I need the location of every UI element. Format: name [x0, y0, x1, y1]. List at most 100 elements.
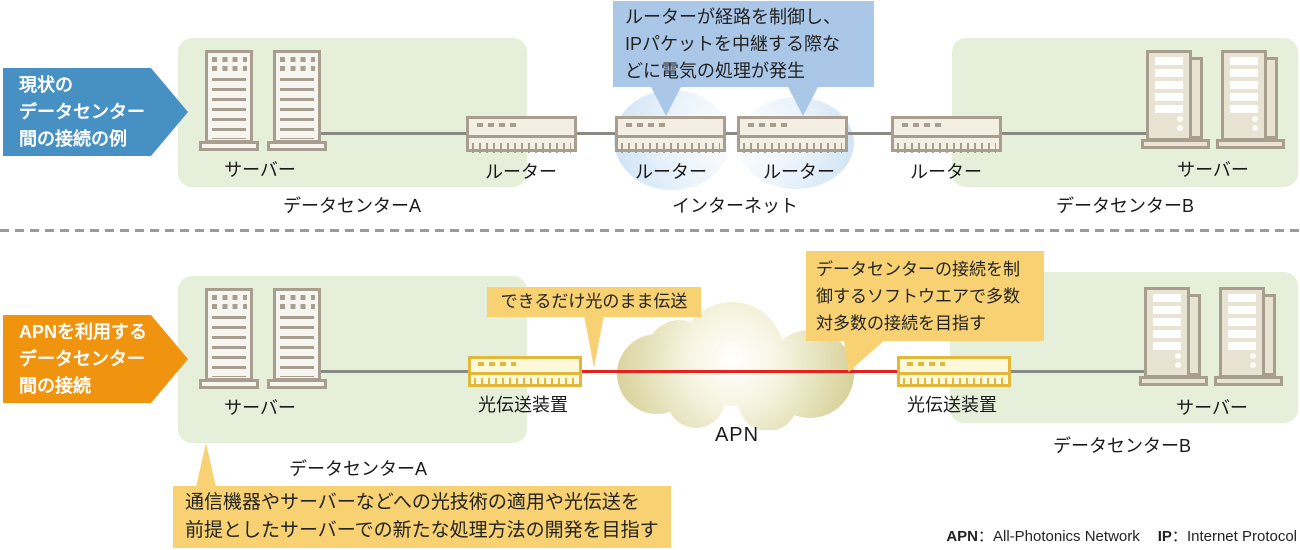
device-panel [900, 362, 1008, 375]
optical-device-icon [468, 356, 582, 387]
server-label: サーバー [224, 160, 296, 180]
callout-pointer [584, 315, 604, 368]
callout-software-control: データセンターの接続を制 御するソフトウエアで多数 対多数の接続を目指す [806, 251, 1044, 341]
server-slot [1155, 105, 1183, 113]
callout-line: ルーターが経路を制御し、 [625, 7, 841, 27]
flag-line: データセンター [19, 102, 145, 122]
server-lines [280, 78, 314, 139]
footnote-ip-full: Internet Protocol [1186, 528, 1297, 545]
server-lines [280, 316, 314, 377]
router-leds [748, 123, 790, 127]
server-slot [1230, 69, 1258, 77]
section-divider [0, 229, 1300, 232]
optical-device-label: 光伝送装置 [478, 395, 568, 415]
server-slot [1228, 306, 1256, 314]
server-slot [1230, 93, 1258, 101]
server-base [267, 379, 327, 389]
server-label: サーバー [224, 398, 296, 418]
server-slot [1230, 105, 1258, 113]
server-icon [267, 50, 327, 153]
router-ports [897, 143, 996, 153]
server-base [267, 141, 327, 151]
server-slot [1155, 69, 1183, 77]
router-ports [743, 143, 842, 153]
router-panel [469, 123, 574, 138]
device-ports [903, 378, 1005, 387]
server-body [205, 288, 253, 381]
device-leds [907, 362, 945, 366]
device-ports [474, 378, 576, 387]
server-icon [1216, 50, 1285, 153]
server-dots [280, 295, 315, 300]
router-label: ルーター [910, 162, 982, 182]
server-base [1214, 376, 1283, 386]
server-slot [1228, 330, 1256, 338]
server-icon [1214, 287, 1283, 390]
network-line-bottom-right [1008, 370, 1148, 373]
section-flag-apn: APNを利用する データセンター 間の接続 [3, 315, 188, 403]
server-dots [212, 57, 247, 62]
server-dots [280, 66, 315, 71]
router-icon [466, 116, 577, 153]
callout-line: 前提としたサーバーでの新たな処理方法の開発を目指す [185, 520, 659, 541]
server-base [199, 379, 259, 389]
server-body [1219, 287, 1265, 378]
router-icon [891, 116, 1002, 153]
flag-line: データセンター [19, 349, 145, 369]
server-slot [1228, 294, 1256, 302]
router-leds [626, 123, 668, 127]
server-slot [1230, 81, 1258, 89]
server-dots [212, 66, 247, 71]
datacenter-a-label-top: データセンターA [282, 196, 421, 216]
server-dots [212, 295, 247, 300]
callout-line: 通信機器やサーバーなどへの光技術の適用や光伝送を [185, 492, 640, 513]
router-panel [618, 123, 723, 138]
router-icon [737, 116, 848, 153]
optical-line [578, 370, 902, 373]
server-slot [1230, 57, 1258, 65]
server-leds [1250, 353, 1256, 368]
server-slot [1153, 306, 1181, 314]
router-label: ルーター [485, 162, 557, 182]
device-panel [471, 362, 579, 375]
server-body [273, 288, 321, 381]
server-leds [1175, 353, 1181, 368]
callout-line: データセンターの接続を制 [816, 260, 1020, 279]
router-panel [740, 123, 845, 138]
server-leds [1252, 116, 1258, 131]
router-label: ルーター [635, 162, 707, 182]
server-icon [199, 288, 259, 391]
server-slot [1228, 342, 1256, 350]
callout-development-goal: 通信機器やサーバーなどへの光技術の適用や光伝送を 前提としたサーバーでの新たな処… [173, 486, 671, 548]
callout-electrical-processing: ルーターが経路を制御し、 IPパケットを中継する際な どに電気の処理が発生 [613, 1, 874, 87]
router-ports [621, 143, 720, 153]
server-label: サーバー [1176, 398, 1248, 418]
server-body [1144, 287, 1190, 378]
callout-line: どに電気の処理が発生 [625, 61, 805, 81]
server-lines [212, 78, 246, 139]
server-leds [1177, 116, 1183, 131]
server-icon [1141, 50, 1210, 153]
footnote-ip-abbr: IP [1157, 528, 1172, 545]
router-leds [477, 123, 519, 127]
server-body [273, 50, 321, 143]
server-base [1141, 139, 1210, 149]
server-label: サーバー [1177, 160, 1249, 180]
datacenter-a-label-bottom: データセンターA [288, 459, 427, 479]
server-slot [1228, 318, 1256, 326]
callout-line: 対多数の接続を目指す [816, 314, 986, 333]
device-leds [478, 362, 516, 366]
server-slot [1155, 93, 1183, 101]
router-ports [472, 143, 571, 153]
callout-line: 御するソフトウエアで多数 [816, 287, 1020, 306]
router-panel [894, 123, 999, 138]
internet-label: インターネット [672, 196, 798, 216]
server-slot [1153, 330, 1181, 338]
router-icon [615, 116, 726, 153]
network-line-bottom-left [314, 370, 474, 373]
server-slot [1153, 318, 1181, 326]
flag-line: 間の接続 [19, 376, 91, 396]
callout-pointer [787, 85, 819, 116]
server-lines [212, 316, 246, 377]
flag-line: APNを利用する [19, 322, 148, 342]
